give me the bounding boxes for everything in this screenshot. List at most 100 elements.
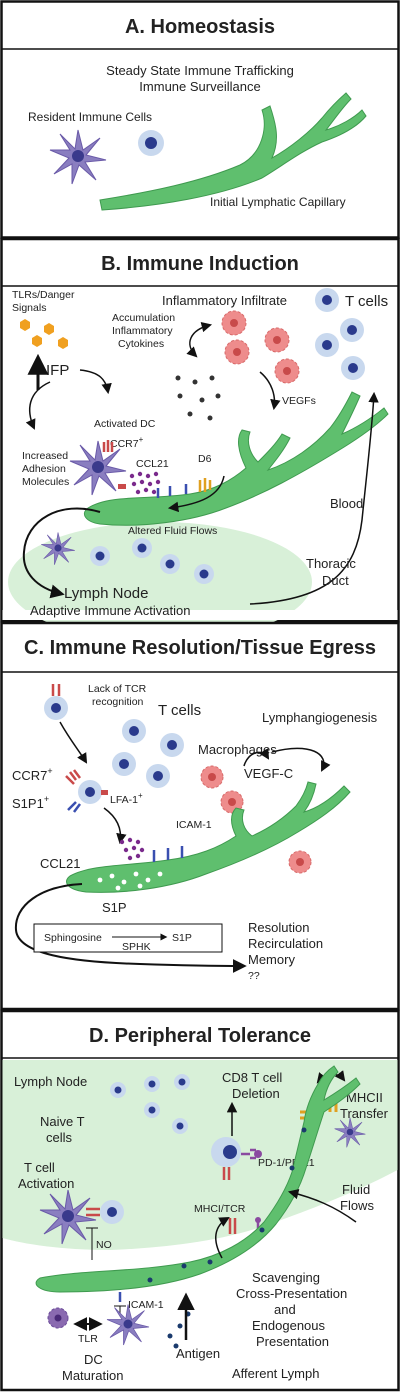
- ccl21-chemokine-dots-b: [129, 471, 161, 495]
- panel-a-line2: Immune Surveillance: [139, 79, 260, 94]
- dc-label-1: DC: [84, 1352, 103, 1367]
- activated-dc-label: Activated DC: [94, 418, 156, 430]
- cytokine-feedback-arrow: [186, 321, 213, 358]
- ifp-to-adhesion-arrow: [25, 381, 51, 430]
- to-lymph-node-arrow: [22, 507, 101, 599]
- mhcii-dc-icon: [334, 1117, 366, 1148]
- tcells-label-c: T cells: [158, 702, 201, 719]
- scavenging-label-2: Cross-Presentation: [236, 1286, 347, 1301]
- fluid-flow-arrow-b: [167, 475, 225, 513]
- tcell-to-vessel-arrow: [103, 807, 127, 845]
- cross-presentation-arrow: [215, 1216, 230, 1259]
- panel-c: C. Immune Resolution/Tissue Egress Lack …: [0, 621, 400, 1011]
- ccr7-receptor-icon-b: [102, 440, 114, 452]
- cytokine-dots: [175, 375, 221, 421]
- node-dc-icon: [41, 532, 75, 565]
- fluid-flow-arrow-d: [287, 1188, 357, 1223]
- ccr7-label-c: CCR7+: [12, 766, 53, 783]
- accumulation-label-2: Inflammatory: [112, 325, 173, 337]
- sphk-label: SPHK: [122, 941, 151, 953]
- capillary-label: Initial Lymphatic Capillary: [210, 195, 346, 209]
- mhcii-label-2: Transfer: [340, 1106, 389, 1121]
- panel-b: B. Immune Induction TLRs/Danger Signals …: [0, 237, 400, 642]
- macrophage-icon-b2: [224, 339, 250, 365]
- scavenging-label-5: Presentation: [256, 1334, 329, 1349]
- activation-label-1: T cell: [24, 1160, 55, 1175]
- panel-d-title: D. Peripheral Tolerance: [89, 1025, 311, 1047]
- s1p-box-label: S1P: [172, 932, 192, 944]
- tcr-lacking-tcell-icon: [44, 684, 68, 720]
- blood-label: Blood: [330, 496, 363, 511]
- adhesion-label-1: Increased: [22, 450, 68, 462]
- afferent-lymph-label: Afferent Lymph: [232, 1366, 319, 1381]
- thoracic-label-1: Thoracic: [306, 556, 356, 571]
- ifp-label: IFP: [46, 362, 69, 379]
- vegfc-label: VEGF-C: [244, 766, 293, 781]
- fluid-label-2: Flows: [340, 1198, 374, 1213]
- sphingosine-box: [33, 923, 223, 953]
- macrophage-icon-b4: [274, 358, 300, 384]
- inflammatory-infiltrate-label: Inflammatory Infiltrate: [162, 293, 287, 308]
- naive-label-2: cells: [46, 1130, 73, 1145]
- lymphatic-vessel-c-icon: [66, 781, 351, 893]
- naive-label-1: Naive T: [40, 1114, 85, 1129]
- d6-receptor-icon: [198, 478, 212, 492]
- danger-signal-icons: [20, 319, 68, 349]
- antigen-dots-in-vessel: [147, 1127, 307, 1283]
- s1p-dots-in-vessel: [97, 871, 163, 891]
- s1p-label: S1P: [102, 900, 127, 915]
- resolution-label-1: Resolution: [248, 920, 309, 935]
- resident-tcell-icon: [138, 130, 164, 156]
- d6-label: D6: [198, 453, 212, 465]
- vegfs-arrow: [259, 371, 281, 411]
- altered-fluid-label: Altered Fluid Flows: [128, 525, 217, 537]
- egressing-tcell-icon: [65, 769, 108, 813]
- lymphangio-arrow: [271, 747, 331, 772]
- mhcii-label-1: MHCII: [346, 1090, 383, 1105]
- activating-dc-icon: [39, 1189, 97, 1245]
- ccl21-label-c: CCL21: [40, 856, 80, 871]
- immature-dc-icon: [47, 1307, 69, 1329]
- resident-dc-icon: [49, 129, 107, 185]
- tcells-c: [112, 719, 184, 788]
- vegfs-label: VEGFs: [282, 395, 316, 407]
- panel-a-line1: Steady State Immune Trafficking: [106, 63, 294, 78]
- tcell-icon-b2: [340, 318, 364, 342]
- dc-label-2: Maturation: [62, 1368, 123, 1383]
- tlrs-label-2: Signals: [12, 302, 46, 314]
- accumulation-label-1: Accumulation: [112, 312, 175, 324]
- cd8-label-2: Deletion: [232, 1086, 280, 1101]
- lymph-node-label-d: Lymph Node: [14, 1074, 87, 1089]
- mhci-label: MHCI/TCR: [194, 1203, 246, 1215]
- naive-tcells-d: [110, 1074, 190, 1134]
- lymphatic-vessel-b-icon: [84, 391, 389, 526]
- mature-dc-icon: [106, 1304, 150, 1346]
- scavenging-label-3: and: [274, 1302, 296, 1317]
- lfa1-label: LFA-1+: [110, 791, 143, 806]
- lymph-node-region-d: [2, 1060, 398, 1250]
- icam1-label-c: ICAM-1: [176, 819, 212, 831]
- accumulation-label-3: Cytokines: [118, 338, 164, 350]
- tcell-to-egress-arrow: [59, 721, 88, 764]
- resolution-label-3: Memory: [248, 952, 295, 967]
- activation-label-2: Activation: [18, 1176, 74, 1191]
- vessel-receptors-c: [152, 846, 184, 862]
- activated-dc-icon: [69, 440, 127, 496]
- ccl21-chemokine-dots-c: [119, 837, 145, 861]
- resolution-label-2: Recirculation: [248, 936, 323, 951]
- panel-d: D. Peripheral Tolerance Lymph Node CD8 T…: [0, 1009, 400, 1392]
- macrophage-icon-c1: [200, 765, 224, 789]
- vegfc-up-arrow: [243, 748, 270, 767]
- tcells-label-b: T cells: [345, 293, 388, 310]
- initial-lymphatic-capillary-icon: [99, 92, 367, 211]
- macrophage-icon-b3: [264, 327, 290, 353]
- lack-tcr-label-1: Lack of TCR: [88, 683, 147, 695]
- panel-a-title: A. Homeostasis: [125, 16, 275, 38]
- tcr-mhc-synapse-icon: [86, 1207, 100, 1217]
- adhesion-label-2: Adhesion: [22, 463, 66, 475]
- scavenging-label-1: Scavenging: [252, 1270, 320, 1285]
- macrophages-label: Macrophages: [198, 742, 277, 757]
- lymph-node-label-b: Lymph Node: [64, 585, 149, 602]
- node-tcells: [90, 538, 214, 584]
- cd8-tcell-icon: [211, 1137, 262, 1180]
